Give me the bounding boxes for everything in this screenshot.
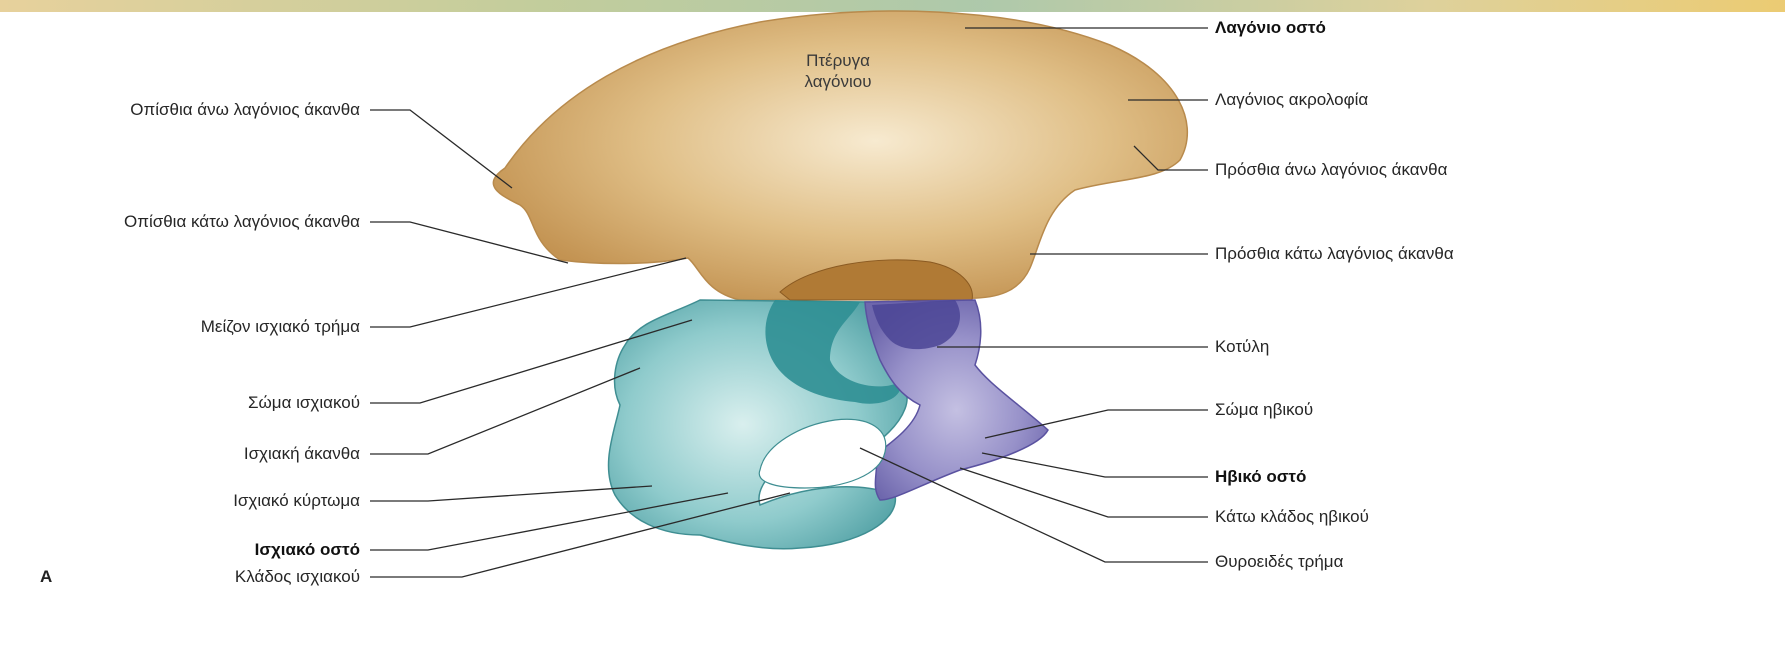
left-label-5: Ισχιακό κύρτωμα <box>233 491 360 511</box>
left-label-0: Οπίσθια άνω λαγόνιος άκανθα <box>130 100 360 120</box>
right-label-2: Πρόσθια άνω λαγόνιος άκανθα <box>1215 160 1447 180</box>
right-label-7: Κάτω κλάδος ηβικού <box>1215 507 1369 527</box>
right-label-5: Σώμα ηβικού <box>1215 400 1313 420</box>
right-label-8: Θυροειδές τρήμα <box>1215 552 1343 572</box>
leader-left-2 <box>370 258 686 327</box>
left-label-1: Οπίσθια κάτω λαγόνιος άκανθα <box>124 212 360 232</box>
left-label-3: Σώμα ισχιακού <box>248 393 360 413</box>
leader-left-5 <box>370 486 652 501</box>
figure-letter: A <box>40 567 52 587</box>
ilium-wing-label-line-2: λαγόνιου <box>778 71 898 92</box>
ilium-wing-label-line-1: Πτέρυγα <box>778 50 898 71</box>
left-label-7: Κλάδος ισχιακού <box>235 567 360 587</box>
right-label-1: Λαγόνιος ακρολοφία <box>1215 90 1368 110</box>
left-label-6: Ισχιακό οστό <box>255 540 360 560</box>
left-label-4: Ισχιακή άκανθα <box>244 444 360 464</box>
leader-right-7 <box>960 468 1208 517</box>
right-label-0: Λαγόνιο οστό <box>1215 18 1326 38</box>
right-label-6: Ηβικό οστό <box>1215 467 1306 487</box>
right-label-4: Κοτύλη <box>1215 337 1269 357</box>
leader-right-6 <box>982 453 1208 477</box>
leader-left-0 <box>370 110 512 188</box>
left-label-2: Μείζον ισχιακό τρήμα <box>201 317 360 337</box>
right-label-3: Πρόσθια κάτω λαγόνιος άκανθα <box>1215 244 1454 264</box>
ilium-wing-label: Πτέρυγα λαγόνιου <box>778 50 898 92</box>
top-decorative-band <box>0 0 1785 12</box>
leader-left-4 <box>370 368 640 454</box>
